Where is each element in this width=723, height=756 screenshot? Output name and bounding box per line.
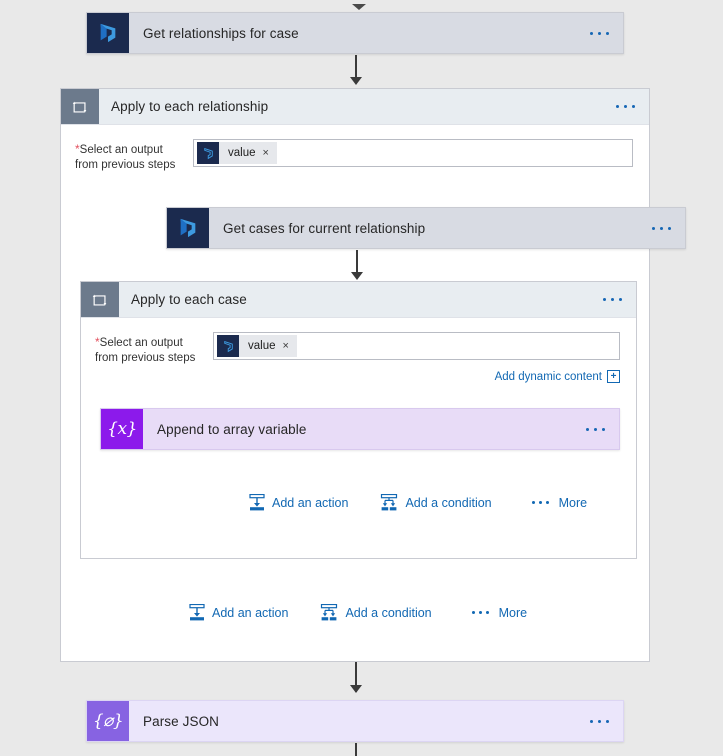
foreach-output-input[interactable]: value × (213, 332, 620, 360)
add-an-action-label: Add an action (212, 605, 289, 620)
required-marker: * (75, 142, 80, 156)
action-card-title: Get relationships for case (143, 25, 299, 41)
dynamics365-icon (87, 13, 129, 53)
foreach-loop-icon (61, 89, 99, 124)
foreach-header-case[interactable]: Apply to each case (81, 282, 636, 318)
dynamics365-icon (217, 335, 239, 357)
ellipsis-icon[interactable] (590, 701, 623, 741)
add-dynamic-content-row: Add dynamic content + (81, 366, 636, 383)
foreach-header-relationship[interactable]: Apply to each relationship (61, 89, 649, 125)
connector-arrow-icon (350, 77, 362, 85)
plus-icon[interactable]: + (607, 370, 620, 383)
action-card-title: Parse JSON (143, 713, 220, 729)
field-label-line2: from previous steps (95, 352, 196, 364)
dynamics365-icon (197, 142, 219, 164)
close-icon[interactable]: × (262, 146, 269, 159)
add-a-condition-button[interactable]: Add a condition (380, 494, 492, 511)
dynamics365-icon (167, 208, 209, 248)
action-card-parse-json[interactable]: {⌀} Parse JSON (86, 700, 624, 742)
dynamic-token-value[interactable]: value × (197, 142, 277, 164)
ellipsis-icon[interactable] (652, 208, 685, 248)
field-label-line1: Select an output (79, 144, 163, 156)
variables-glyph: {x} (107, 418, 137, 439)
add-dynamic-content-label: Add dynamic content (494, 370, 602, 383)
add-a-condition-button[interactable]: Add a condition (320, 604, 432, 621)
ellipsis-icon (471, 611, 489, 614)
ellipsis-icon[interactable] (603, 282, 636, 317)
token-label: value (228, 147, 256, 159)
add-a-condition-label: Add a condition (345, 605, 432, 620)
field-label: *Select an output from previous steps (75, 139, 193, 173)
action-card-title: Append to array variable (157, 421, 307, 437)
connector-line (355, 55, 357, 83)
parsejson-icon: {⌀} (87, 701, 129, 741)
connector-line (356, 250, 358, 278)
connector-arrow-icon (350, 685, 362, 693)
action-card-get-relationships[interactable]: Get relationships for case (86, 12, 624, 54)
dynamic-token-value[interactable]: value × (217, 335, 297, 357)
required-marker: * (95, 335, 100, 349)
field-label-line2: from previous steps (75, 159, 176, 171)
foreach-scope-case: Apply to each case *Select an output fro… (80, 281, 637, 559)
action-card-append-to-array-variable[interactable]: {x} Append to array variable (100, 408, 620, 450)
add-a-condition-label: Add a condition (405, 495, 492, 510)
connector-line (355, 743, 357, 756)
foreach-input-row-case: *Select an output from previous steps va… (81, 318, 636, 366)
ellipsis-icon (531, 501, 549, 504)
more-label: More (498, 605, 528, 620)
add-dynamic-content-link[interactable]: Add dynamic content + (495, 370, 620, 383)
foreach-title: Apply to each relationship (111, 99, 269, 114)
ellipsis-icon[interactable] (616, 89, 649, 124)
foreach-output-input[interactable]: value × (193, 139, 633, 167)
action-card-title: Get cases for current relationship (223, 220, 426, 236)
more-label: More (558, 495, 588, 510)
foreach-loop-icon (81, 282, 119, 317)
foreach-input-row-relationship: *Select an output from previous steps va… (61, 125, 649, 173)
foreach-scope-relationship: Apply to each relationship *Select an ou… (60, 88, 686, 662)
foreach-title: Apply to each case (131, 292, 247, 307)
add-an-action-button[interactable]: Add an action (249, 494, 348, 511)
add-an-action-button[interactable]: Add an action (189, 604, 288, 621)
variables-icon: {x} (101, 409, 143, 449)
inner-loop-footer-actions: Add an action Add a condition (249, 494, 587, 511)
action-card-get-cases[interactable]: Get cases for current relationship (166, 207, 686, 249)
close-icon[interactable]: × (282, 339, 289, 352)
more-button[interactable]: More (471, 605, 528, 620)
token-label: value (248, 340, 276, 352)
connector-arrow-icon (351, 272, 363, 280)
field-label-line1: Select an output (99, 337, 183, 349)
connector-line (355, 662, 357, 692)
field-label: *Select an output from previous steps (95, 332, 213, 366)
parsejson-glyph: {⌀} (92, 710, 124, 731)
ellipsis-icon[interactable] (586, 409, 619, 449)
ellipsis-icon[interactable] (590, 13, 623, 53)
more-button[interactable]: More (531, 495, 588, 510)
add-an-action-label: Add an action (272, 495, 349, 510)
collapse-chevron-icon[interactable] (352, 4, 366, 10)
outer-loop-footer-actions: Add an action Add a condition (189, 604, 527, 621)
